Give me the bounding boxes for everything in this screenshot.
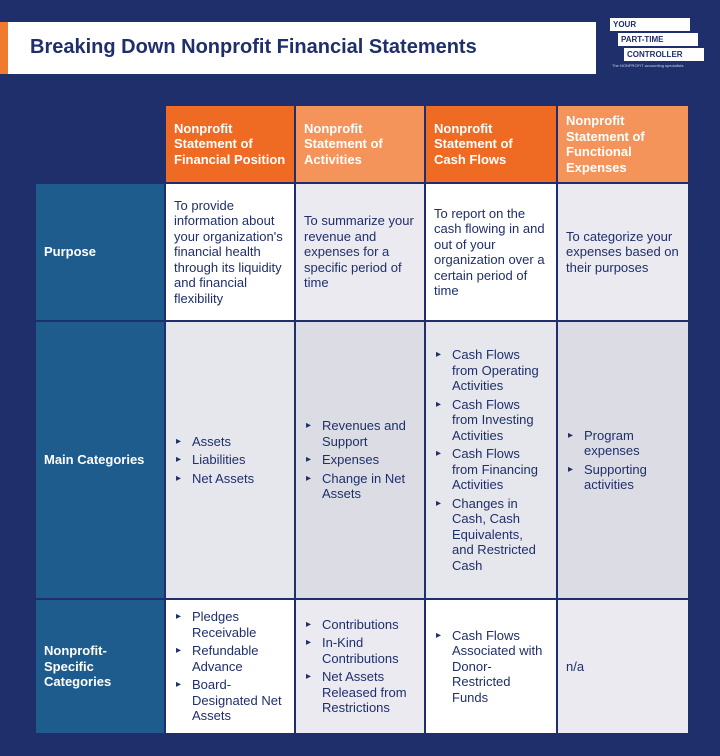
list-item: Cash Flows from Investing Activities	[434, 397, 548, 444]
list-item: Supporting activities	[566, 462, 680, 493]
logo-tagline: The NONPROFIT accounting specialists	[612, 63, 684, 68]
statements-table: Nonprofit Statement of Financial Positio…	[34, 104, 690, 735]
list-item: Program expenses	[566, 428, 680, 459]
column-header: Nonprofit Statement of Financial Positio…	[164, 104, 296, 184]
bullet-list: Revenues and Support Expenses Change in …	[304, 418, 416, 502]
table-cell: To summarize your revenue and expenses f…	[294, 182, 426, 322]
table-cell: Program expenses Supporting activities	[556, 320, 690, 600]
logo-line-3: CONTROLLER	[624, 48, 704, 61]
row-header: Purpose	[34, 182, 166, 322]
bullet-list: Pledges Receivable Refundable Advance Bo…	[174, 609, 286, 724]
table-cell: Contributions In-Kind Contributions Net …	[294, 598, 426, 735]
bullet-list: Contributions In-Kind Contributions Net …	[304, 617, 416, 716]
table-cell: Revenues and Support Expenses Change in …	[294, 320, 426, 600]
list-item: Net Assets	[174, 471, 286, 487]
list-item: Cash Flows Associated with Donor-Restric…	[434, 628, 548, 706]
list-item: Contributions	[304, 617, 416, 633]
table-cell: To categorize your expenses based on the…	[556, 182, 690, 322]
column-header: Nonprofit Statement of Cash Flows	[424, 104, 558, 184]
table-corner	[34, 104, 166, 184]
row-header: Main Categories	[34, 320, 166, 600]
bullet-list: Program expenses Supporting activities	[566, 428, 680, 493]
logo-line-2: PART-TIME	[618, 33, 698, 46]
list-item: Net Assets Released from Restrictions	[304, 669, 416, 716]
list-item: Change in Net Assets	[304, 471, 416, 502]
list-item: Assets	[174, 434, 286, 450]
table-cell: n/a	[556, 598, 690, 735]
list-item: Changes in Cash, Cash Equivalents, and R…	[434, 496, 548, 574]
list-item: Cash Flows from Operating Activities	[434, 347, 548, 394]
table-header-row: Nonprofit Statement of Financial Positio…	[34, 104, 690, 184]
list-item: Revenues and Support	[304, 418, 416, 449]
page-title: Breaking Down Nonprofit Financial Statem…	[30, 36, 477, 58]
table-cell: Pledges Receivable Refundable Advance Bo…	[164, 598, 296, 735]
column-header: Nonprofit Statement of Functional Expens…	[556, 104, 690, 184]
table-cell: Cash Flows from Operating Activities Cas…	[424, 320, 558, 600]
bullet-list: Assets Liabilities Net Assets	[174, 434, 286, 487]
company-logo: YOUR PART-TIME CONTROLLER The NONPROFIT …	[610, 18, 706, 76]
table-cell: To provide information about your organi…	[164, 182, 296, 322]
title-bar: Breaking Down Nonprofit Financial Statem…	[0, 22, 596, 74]
list-item: Liabilities	[174, 452, 286, 468]
bullet-list: Cash Flows from Operating Activities Cas…	[434, 347, 548, 573]
table-row: Purpose To provide information about you…	[34, 182, 690, 322]
list-item: Refundable Advance	[174, 643, 286, 674]
list-item: Expenses	[304, 452, 416, 468]
list-item: Cash Flows from Financing Activities	[434, 446, 548, 493]
list-item: In-Kind Contributions	[304, 635, 416, 666]
list-item: Board-Designated Net Assets	[174, 677, 286, 724]
column-header: Nonprofit Statement of Activities	[294, 104, 426, 184]
table-cell: Cash Flows Associated with Donor-Restric…	[424, 598, 558, 735]
table-row: Nonprofit-Specific Categories Pledges Re…	[34, 598, 690, 735]
table-cell: To report on the cash flowing in and out…	[424, 182, 558, 322]
bullet-list: Cash Flows Associated with Donor-Restric…	[434, 628, 548, 706]
list-item: Pledges Receivable	[174, 609, 286, 640]
logo-line-1: YOUR	[610, 18, 690, 31]
table-cell: Assets Liabilities Net Assets	[164, 320, 296, 600]
table-row: Main Categories Assets Liabilities Net A…	[34, 320, 690, 600]
row-header: Nonprofit-Specific Categories	[34, 598, 166, 735]
